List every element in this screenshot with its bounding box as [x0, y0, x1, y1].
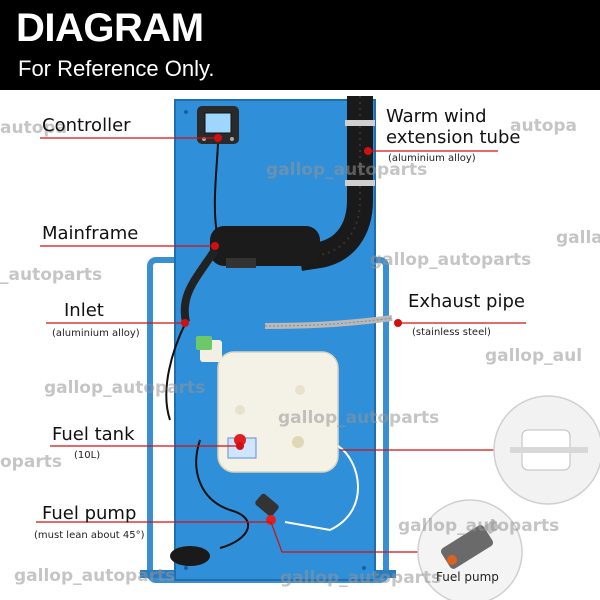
label-fuel-tank-capacity: (10L) — [74, 450, 101, 461]
label-warm-wind-line2: extension tube — [386, 127, 521, 148]
label-fuel-pump-note: (must lean about 45°) — [34, 530, 145, 541]
label-mainframe: Mainframe — [42, 223, 139, 244]
controller-device — [197, 106, 239, 144]
label-exhaust-pipe: Exhaust pipe — [408, 291, 525, 312]
diagram-subtitle: For Reference Only. — [18, 56, 215, 81]
warm-wind-tube — [298, 96, 375, 271]
fuel-pump-inset — [417, 499, 523, 600]
label-fuel-tank: Fuel tank — [52, 424, 135, 445]
label-inlet-material: (aluminium alloy) — [52, 328, 140, 339]
fuel-tank — [196, 336, 339, 473]
label-controller: Controller — [42, 115, 131, 136]
label-warm-wind-line1: Warm wind — [386, 106, 487, 127]
heater-illustration — [36, 96, 600, 600]
fuel-line — [284, 445, 359, 532]
label-inlet: Inlet — [64, 300, 104, 321]
label-fuel-pump-inset: Fuel pump — [436, 570, 499, 584]
mainframe-unit — [210, 226, 320, 268]
label-exhaust-material: (stainless steel) — [412, 327, 491, 338]
diagram-title: DIAGRAM — [16, 6, 204, 50]
label-fuel-pump: Fuel pump — [42, 503, 137, 524]
inlet-pipe — [180, 247, 219, 323]
filter-inset — [493, 395, 600, 505]
label-warm-wind-material: (aluminium alloy) — [388, 153, 476, 164]
header-banner: DIAGRAM For Reference Only. — [0, 0, 600, 90]
